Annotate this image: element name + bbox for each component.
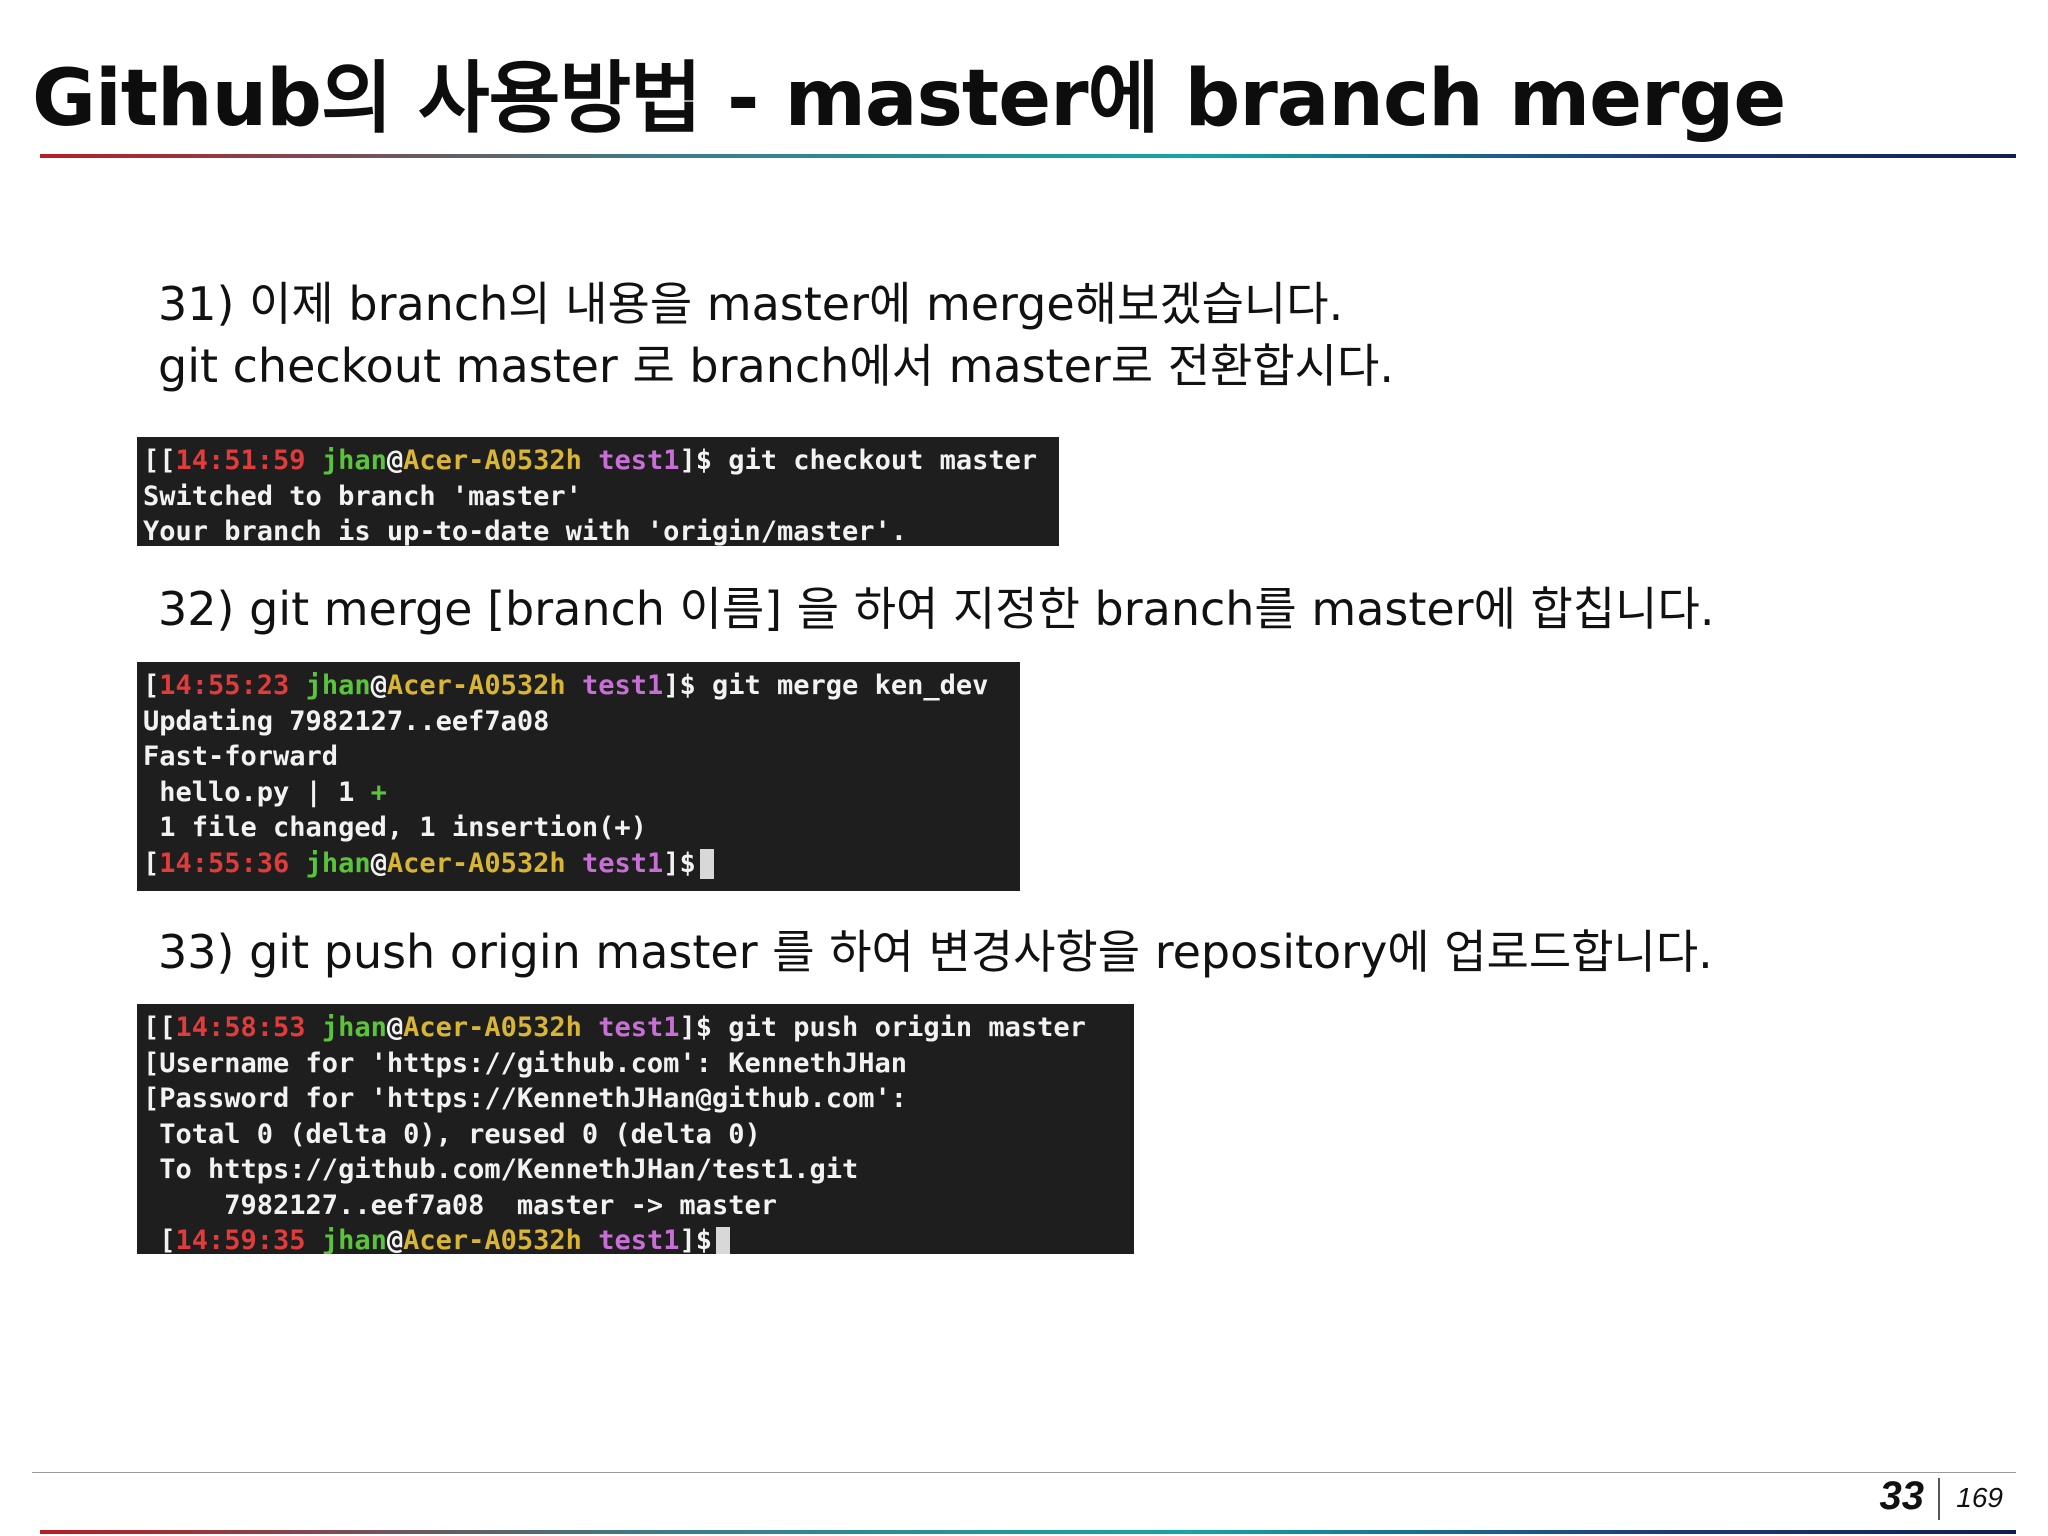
step-31-line-1: 31) 이제 branch의 내용을 master에 merge해보겠습니다. xyxy=(158,277,1344,331)
terminal-output-line: [Password for 'https://KennethJHan@githu… xyxy=(143,1083,908,1114)
terminal-output-line: Total 0 (delta 0), reused 0 (delta 0) xyxy=(143,1118,761,1150)
terminal-output-line: 1 file changed, 1 insertion(+) xyxy=(143,812,647,843)
terminal-prompt-line: [[14:51:59 jhan@Acer-A0532h test1]$ git … xyxy=(143,445,1038,476)
terminal-cursor xyxy=(716,1226,730,1254)
page-number-divider xyxy=(1938,1478,1940,1520)
terminal-push: [[14:58:53 jhan@Acer-A0532h test1]$ git … xyxy=(137,1004,1134,1254)
terminal-prompt-line: [14:55:23 jhan@Acer-A0532h test1]$ git m… xyxy=(143,670,989,701)
terminal-output-line: 7982127..eef7a08 master -> master xyxy=(143,1189,777,1221)
step-31-line-2: git checkout master 로 branch에서 master로 전… xyxy=(158,339,1394,393)
terminal-merge: [14:55:23 jhan@Acer-A0532h test1]$ git m… xyxy=(137,662,1020,891)
title-divider xyxy=(40,154,2016,158)
terminal-output-line: Fast-forward xyxy=(143,741,339,772)
terminal-output-line: Updating 7982127..eef7a08 xyxy=(143,705,550,737)
terminal-output-line: Switched to branch 'master' xyxy=(143,480,582,512)
terminal-command: git checkout master xyxy=(728,445,1038,476)
page-total: 169 xyxy=(1956,1482,2003,1513)
terminal-prompt-line: [[14:58:53 jhan@Acer-A0532h test1]$ git … xyxy=(143,1012,1086,1043)
step-33-text: 33) git push origin master 를 하여 변경사항을 re… xyxy=(158,925,1713,979)
footer-divider xyxy=(32,1472,2016,1473)
page-number: 33 xyxy=(1879,1474,1925,1518)
terminal-checkout: [[14:51:59 jhan@Acer-A0532h test1]$ git … xyxy=(137,437,1059,546)
terminal-output-line: hello.py | 1 + xyxy=(143,776,387,808)
terminal-output-line: [Username for 'https://github.com': Kenn… xyxy=(143,1047,908,1079)
slide-title: Github의 사용방법 - master에 branch merge xyxy=(32,54,1786,144)
footer-accent-rule xyxy=(40,1530,2016,1534)
terminal-output-line: Your branch is up-to-date with 'origin/m… xyxy=(143,516,908,546)
terminal-prompt-line: [14:59:35 jhan@Acer-A0532h test1]$ xyxy=(143,1223,1134,1254)
step-31-text: 31) 이제 branch의 내용을 master에 merge해보겠습니다. g… xyxy=(158,273,1394,397)
terminal-output-line: To https://github.com/KennethJHan/test1.… xyxy=(143,1154,859,1185)
step-32-text: 32) git merge [branch 이름] 을 하여 지정한 branc… xyxy=(158,582,1715,636)
terminal-cursor xyxy=(699,849,714,879)
terminal-prompt-line: [14:55:36 jhan@Acer-A0532h test1]$ xyxy=(143,846,1020,882)
terminal-command: git push origin master xyxy=(728,1012,1086,1043)
terminal-command: git merge ken_dev xyxy=(712,670,989,701)
